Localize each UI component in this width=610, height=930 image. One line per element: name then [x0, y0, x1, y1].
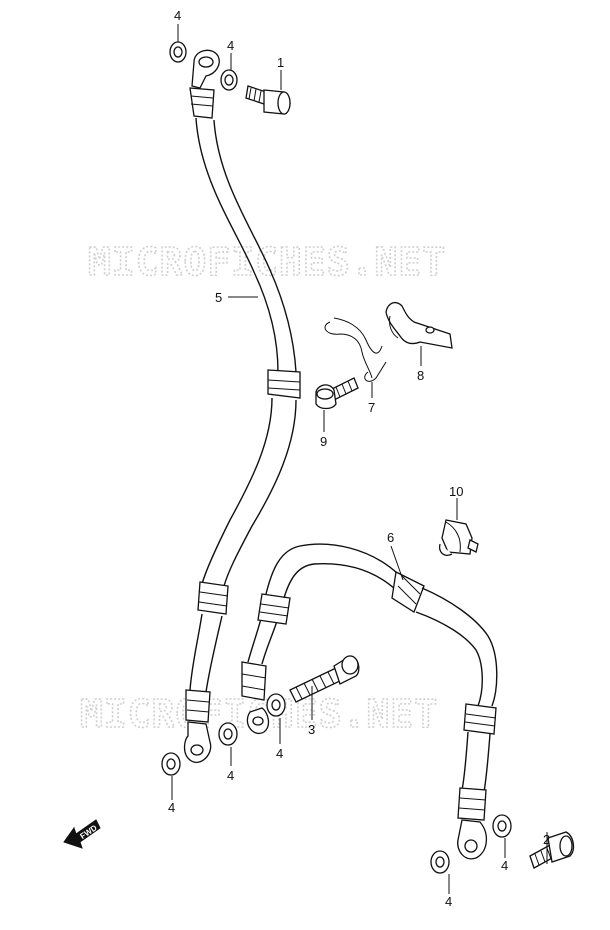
- banjo-fitting-right: [457, 787, 487, 860]
- union-bolt-3[interactable]: [289, 655, 360, 703]
- washer-4-bottom-right[interactable]: [492, 814, 512, 838]
- washer-4-top-left[interactable]: [169, 41, 187, 63]
- banjo-fitting-top: [189, 49, 220, 119]
- hose-collar-6c: [463, 703, 497, 735]
- washer-4-lower-left[interactable]: [161, 752, 181, 776]
- hose-collar-6a: [257, 593, 291, 625]
- callout-4-f: 4: [501, 858, 508, 873]
- banjo-fitting-left: [241, 661, 270, 735]
- callout-8: 8: [417, 368, 424, 383]
- callout-7: 7: [368, 400, 375, 415]
- brake-hose-5[interactable]: [183, 49, 301, 763]
- leader-lines: [171, 24, 548, 894]
- callout-4-e: 4: [168, 800, 175, 815]
- union-bolt-2[interactable]: [529, 831, 575, 869]
- washer-4-lower-mid[interactable]: [218, 722, 238, 746]
- hose-collar-6b: [391, 571, 425, 613]
- callout-9: 9: [320, 434, 327, 449]
- washer-4-lower-center[interactable]: [266, 693, 286, 717]
- banjo-fitting-bottom: [183, 689, 212, 763]
- brake-hose-6[interactable]: [241, 543, 498, 860]
- union-bolt-1[interactable]: [245, 85, 291, 115]
- callout-6: 6: [387, 530, 394, 545]
- forward-arrow-icon: FWD: [63, 819, 101, 849]
- washer-4-top-right[interactable]: [220, 69, 238, 91]
- washer-4-bottom[interactable]: [430, 850, 450, 874]
- callout-4-b: 4: [227, 38, 234, 53]
- callout-4-d: 4: [227, 768, 234, 783]
- callout-4-g: 4: [445, 894, 452, 909]
- callout-5: 5: [215, 290, 222, 305]
- bolt-9[interactable]: [315, 377, 359, 410]
- hose-collar-lower: [197, 581, 229, 615]
- callout-1: 1: [277, 55, 284, 70]
- clamp-10[interactable]: [438, 519, 479, 556]
- callout-2: 2: [543, 832, 550, 847]
- callout-4-c: 4: [276, 746, 283, 761]
- callout-10: 10: [449, 484, 463, 499]
- clip-7[interactable]: [324, 317, 387, 382]
- bracket-8[interactable]: [385, 301, 453, 349]
- callout-4-a: 4: [174, 8, 181, 23]
- hose-collar-mid: [267, 369, 301, 399]
- callout-3: 3: [308, 722, 315, 737]
